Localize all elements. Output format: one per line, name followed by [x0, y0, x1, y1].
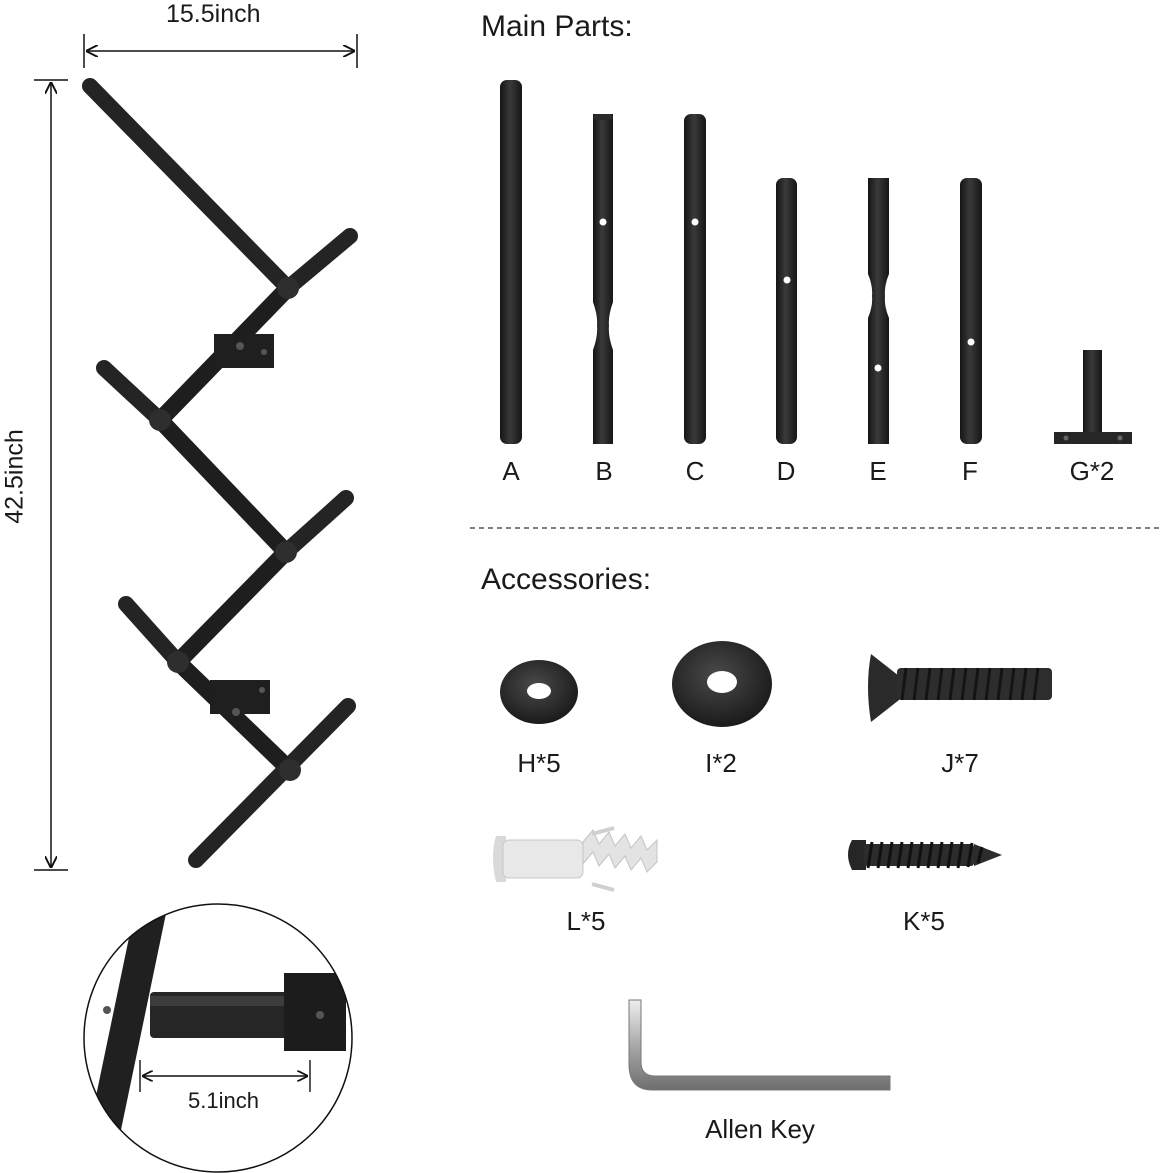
screw-k [848, 840, 1002, 870]
accessories-title: Accessories: [481, 563, 652, 596]
rod-d [776, 178, 797, 444]
depth-label: 5.1inch [188, 1088, 259, 1113]
width-dimension [83, 34, 358, 68]
part-label-f: F [962, 456, 978, 486]
rod-f [960, 178, 982, 444]
part-label-e: E [869, 456, 887, 486]
washer-h [500, 660, 578, 724]
height-label: 42.5inch [0, 429, 29, 524]
accessory-label-i: I*2 [705, 748, 737, 778]
part-label-c: C [685, 456, 705, 486]
accessory-label-j: J*7 [941, 748, 979, 778]
rod-a [500, 80, 522, 444]
accessory-label-l: L*5 [566, 906, 606, 936]
rod-b [593, 114, 613, 444]
part-label-d: D [776, 456, 796, 486]
height-dimension [34, 79, 68, 871]
width-label: 15.5inch [166, 0, 261, 28]
wall-bracket [214, 334, 274, 368]
rod-c [684, 114, 706, 444]
accessory-label-allen-key: Allen Key [705, 1114, 815, 1144]
main-parts-title: Main Parts: [481, 10, 633, 43]
part-label-b: B [595, 456, 613, 486]
part-label-g: G*2 [1069, 456, 1115, 486]
assembled-rack [82, 78, 358, 868]
wall-bracket [210, 680, 270, 716]
main-parts [500, 80, 1132, 444]
accessory-label-k: K*5 [903, 906, 945, 936]
bolt-j [868, 654, 1052, 722]
detail-callout [83, 903, 353, 1173]
washer-i [672, 641, 772, 727]
bracket-g [1054, 350, 1132, 444]
wall-anchor-l [493, 826, 658, 892]
rod-e [868, 178, 889, 444]
accessory-label-h: H*5 [517, 748, 561, 778]
allen-key [628, 999, 891, 1091]
part-label-a: A [502, 456, 520, 486]
